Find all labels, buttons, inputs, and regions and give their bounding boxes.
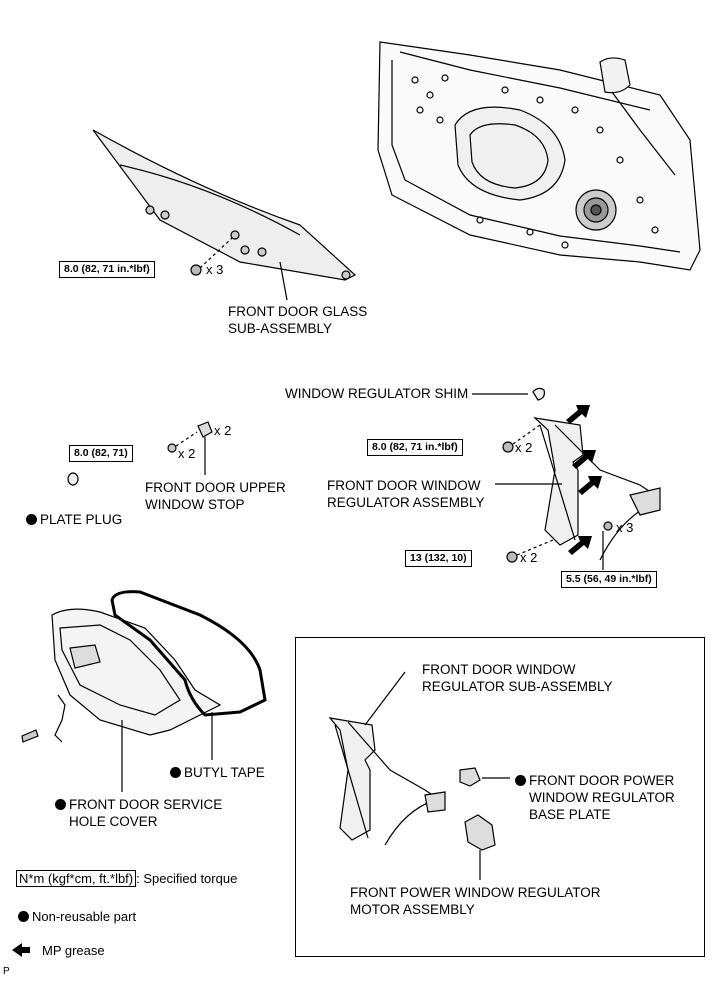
label-window-regulator-shim: WINDOW REGULATOR SHIM bbox=[285, 386, 469, 401]
label-window-motor-assembly: FRONT POWER WINDOW REGULATOR MOTOR ASSEM… bbox=[350, 885, 601, 917]
service-hole-cover-illustration bbox=[21, 590, 267, 792]
qty-stop-bolt: x 2 bbox=[178, 446, 196, 461]
nonreusable-dot bbox=[55, 799, 66, 810]
legend-grease-arrow bbox=[12, 943, 30, 957]
grease-arrows bbox=[566, 405, 602, 555]
legend-grease: MP grease bbox=[42, 943, 105, 958]
nonreusable-dot bbox=[18, 911, 29, 922]
torque-regulator-lower: 13 (132, 10) bbox=[405, 550, 472, 567]
inset-illustration bbox=[328, 671, 510, 880]
qty-regulator-motor: x 3 bbox=[616, 520, 634, 535]
torque-regulator-upper: 8.0 (82, 71 in.*lbf) bbox=[367, 439, 463, 456]
qty-regulator-lower: x 2 bbox=[520, 550, 538, 565]
nonreusable-dot bbox=[26, 514, 37, 525]
label-front-door-glass: FRONT DOOR GLASS SUB-ASSEMBLY bbox=[228, 304, 368, 336]
qty-stop-part: x 2 bbox=[214, 423, 232, 438]
torque-stop-bolt: 8.0 (82, 71) bbox=[69, 445, 133, 462]
small-parts-illustration bbox=[67, 387, 545, 486]
label-plate-plug: PLATE PLUG bbox=[26, 511, 122, 528]
window-regulator-assembly-illustration bbox=[495, 417, 661, 570]
door-panel-illustration bbox=[377, 41, 701, 271]
torque-glass-bolt: 8.0 (82, 71 in.*lbf) bbox=[59, 261, 155, 278]
label-regulator-sub-assembly: FRONT DOOR WINDOW REGULATOR SUB-ASSEMBLY bbox=[422, 662, 613, 694]
label-service-hole-cover: FRONT DOOR SERVICE HOLE COVER bbox=[55, 796, 222, 830]
nonreusable-dot bbox=[515, 775, 526, 786]
label-regulator-assembly: FRONT DOOR WINDOW REGULATOR ASSEMBLY bbox=[327, 478, 485, 510]
corner-mark: P bbox=[3, 966, 10, 977]
label-power-window-base-plate: FRONT DOOR POWER WINDOW REGULATOR BASE P… bbox=[515, 772, 675, 823]
qty-regulator-upper: x 2 bbox=[515, 440, 533, 455]
label-butyl-tape: BUTYL TAPE bbox=[170, 764, 265, 781]
inset-frame bbox=[295, 637, 705, 957]
legend-torque: N*m (kgf*cm, ft.*lbf): Specified torque bbox=[16, 870, 237, 887]
qty-glass-bolt: x 3 bbox=[206, 262, 224, 277]
legend-nonreusable: Non-reusable part bbox=[18, 909, 136, 924]
door-glass-illustration bbox=[92, 129, 357, 301]
nonreusable-dot bbox=[170, 767, 181, 778]
torque-regulator-motor: 5.5 (56, 49 in.*lbf) bbox=[561, 571, 657, 588]
label-upper-window-stop: FRONT DOOR UPPER WINDOW STOP bbox=[145, 480, 286, 512]
